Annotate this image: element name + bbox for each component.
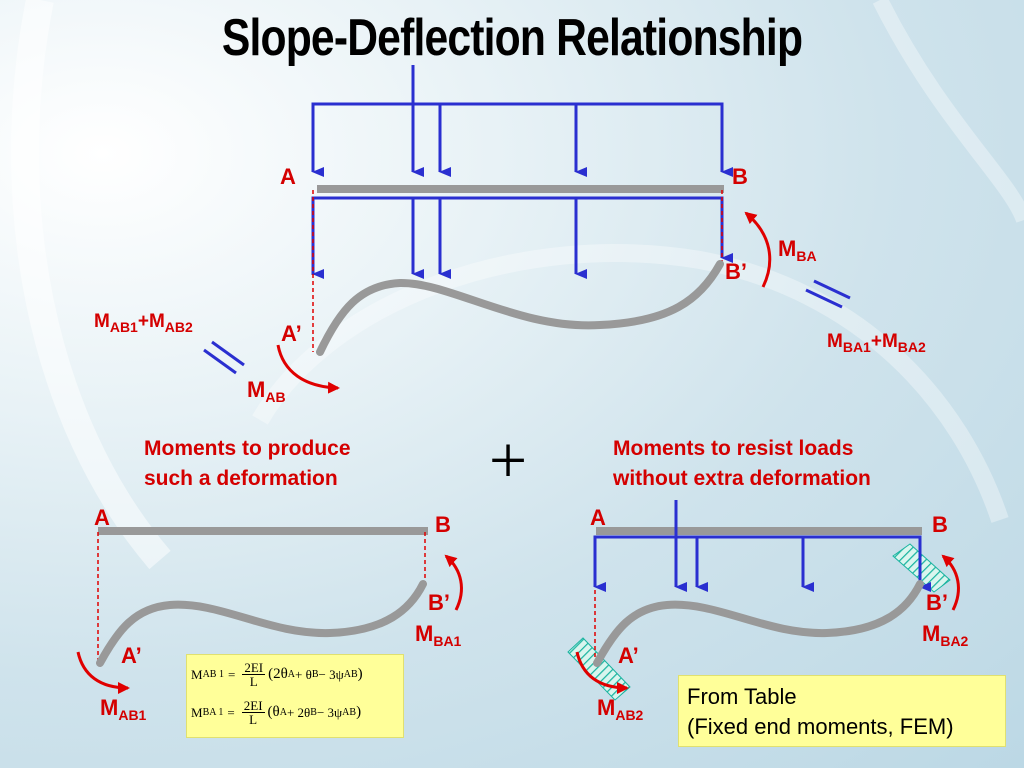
left-diagram: A B B’ A’ MBA1 MAB1 <box>76 505 463 723</box>
top-load-frame-upper <box>311 102 724 169</box>
top-label-b: B <box>732 164 748 189</box>
top-deflected-curve <box>316 260 724 356</box>
left-caption-line1: Moments to produce <box>144 437 351 460</box>
left-label-m-ba1: MBA1 <box>415 621 462 649</box>
right-diagram: A B B’ A’ MBA2 MAB2 <box>567 500 969 723</box>
right-label-a-prime: A’ <box>618 643 639 668</box>
fem-note-box: From Table (Fixed end moments, FEM) <box>678 675 1006 747</box>
left-label-a: A <box>94 505 110 530</box>
right-caption: Moments to resist loads without extra de… <box>613 434 871 494</box>
left-moment-arc-b <box>444 554 463 611</box>
left-caption: Moments to produce such a deformation <box>144 434 351 494</box>
right-label-b: B <box>932 512 948 537</box>
top-label-m-ba-sum: MBA1+MBA2 <box>827 331 926 355</box>
top-moment-arc-b <box>744 211 772 288</box>
fem-note-line1: From Table <box>687 684 797 709</box>
left-label-b-prime: B’ <box>428 590 450 615</box>
page-title: Slope-Deflection Relationship <box>221 9 803 67</box>
left-caption-line2: such a deformation <box>144 467 338 490</box>
top-equals-sign-left <box>203 340 245 375</box>
top-equals-sign-right <box>805 279 851 309</box>
top-label-a-prime: A’ <box>281 321 302 346</box>
left-moment-arc-a <box>76 651 130 694</box>
right-moment-arc-b <box>941 554 960 611</box>
right-deflected-curve <box>593 580 924 667</box>
plus-sign: + <box>489 422 527 498</box>
right-caption-line2: without extra deformation <box>613 467 871 490</box>
left-label-b: B <box>435 512 451 537</box>
top-diagram: A B B’ A’ MBA MAB MAB1+MAB2 MBA1+MBA2 <box>94 65 926 405</box>
top-label-m-ab: MAB <box>247 377 286 405</box>
left-deflected-curve <box>96 580 427 667</box>
right-label-m-ab2: MAB2 <box>597 695 644 723</box>
top-load-frame-lower <box>311 196 724 275</box>
top-label-a: A <box>280 164 296 189</box>
left-label-m-ab1: MAB1 <box>100 695 147 723</box>
right-fixed-end-hatch-a <box>567 637 631 701</box>
top-moment-arc-a <box>276 344 340 394</box>
fem-note-line2: (Fixed end moments, FEM) <box>687 714 954 739</box>
right-moment-arc-a <box>575 651 629 694</box>
right-label-b-prime: B’ <box>926 590 948 615</box>
right-label-a: A <box>590 505 606 530</box>
right-load-frame <box>593 535 922 585</box>
right-caption-line1: Moments to resist loads <box>613 437 854 460</box>
right-label-m-ba2: MBA2 <box>922 621 969 649</box>
top-label-m-ba: MBA <box>778 236 817 264</box>
top-label-b-prime: B’ <box>725 259 747 284</box>
top-label-m-ab-sum: MAB1+MAB2 <box>94 311 193 335</box>
left-label-a-prime: A’ <box>121 643 142 668</box>
